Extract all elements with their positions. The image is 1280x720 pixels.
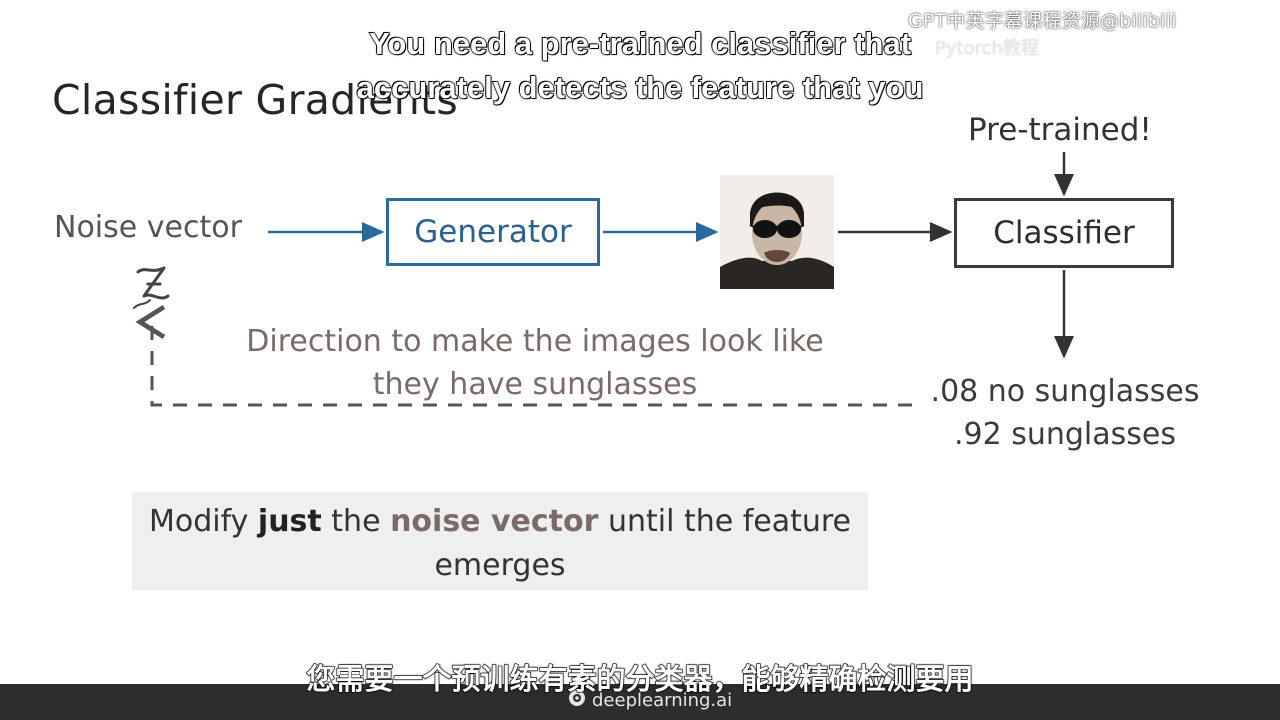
- footer-bar: [0, 684, 1280, 720]
- direction-line-1: Direction to make the images look like: [246, 324, 824, 359]
- prob-no-sunglasses: .08 no sunglasses: [930, 374, 1200, 409]
- classifier-label: Classifier: [993, 215, 1135, 251]
- footer-brand: deeplearning.ai: [568, 689, 732, 712]
- watermark-faded: Pytorch教程: [935, 38, 1039, 59]
- generated-face-image: [720, 175, 834, 289]
- watermark: GPT中英字幕课程资源@bilibili: [908, 10, 1177, 32]
- note-text: Modify just the noise vector until the f…: [132, 500, 868, 588]
- generator-label: Generator: [414, 214, 572, 250]
- classifier-box: Classifier: [954, 198, 1174, 268]
- note-line-2: emerges: [434, 548, 566, 583]
- z-symbol: z: [130, 262, 178, 318]
- subtitle-chinese: 您需要一个预训练有素的分类器，能够精确检测要用: [306, 661, 974, 696]
- subtitle-english-line-1: You need a pre-trained classifier that: [368, 25, 912, 61]
- note-bold-just: just: [257, 504, 322, 539]
- subtitle-english-line-2: accurately detects the feature that you: [356, 69, 924, 105]
- slide-title: Classifier Gradients: [52, 76, 459, 124]
- note-bold-noise-vector: noise vector: [390, 504, 599, 539]
- note-box: [132, 492, 868, 590]
- subtitle-english: You need a pre-trained classifier that a…: [250, 22, 1030, 110]
- noise-vector-label: Noise vector: [54, 210, 242, 245]
- note-part-1: Modify: [148, 504, 258, 539]
- note-part-2: the: [321, 504, 391, 539]
- note-part-3: until the feature: [598, 504, 852, 539]
- classifier-output: .08 no sunglasses .92 sunglasses: [925, 370, 1205, 456]
- deeplearning-logo-icon: [568, 689, 586, 712]
- direction-text: Direction to make the images look like t…: [200, 320, 870, 406]
- footer-brand-text: deeplearning.ai: [592, 690, 733, 711]
- prob-sunglasses: .92 sunglasses: [953, 417, 1176, 452]
- pretrained-label: Pre-trained!: [968, 112, 1152, 148]
- direction-line-2: they have sunglasses: [372, 367, 698, 402]
- generator-box: Generator: [386, 198, 600, 266]
- dashed-feedback-path: [135, 304, 912, 407]
